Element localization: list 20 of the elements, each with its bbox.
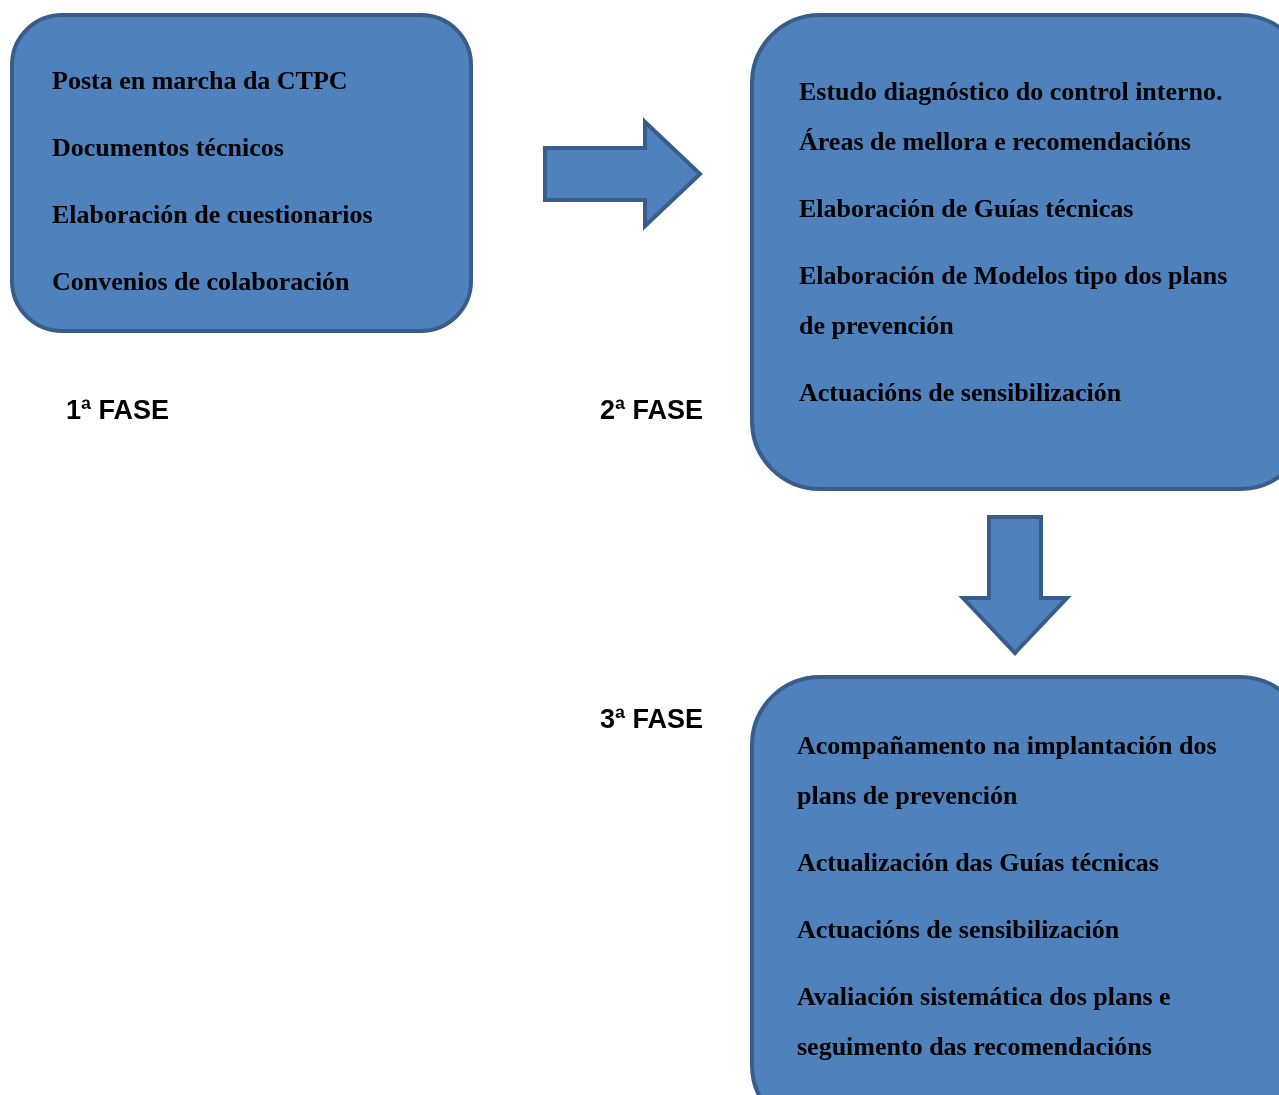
box-text: Elaboración de cuestionarios <box>52 199 374 231</box>
block-arrow <box>958 515 1072 656</box>
box-text: Posta en marcha da CTPC <box>52 65 349 97</box>
box-text: Actuacións de sensibilización <box>797 914 1121 946</box>
phase-label: 3ª FASE <box>600 704 704 735</box>
box-text: Actualización das Guías técnicas <box>797 847 1160 879</box>
box-text: Documentos técnicos <box>52 132 285 164</box>
block-arrow <box>543 117 703 231</box>
box-text: Elaboración de Guías técnicas <box>799 193 1135 225</box>
phase-label: 1ª FASE <box>66 395 170 426</box>
box-text: Avaliación sistemática dos plans e seguimento das recomendacións <box>797 981 1172 1063</box>
box-text: Actuacións de sensibilización <box>799 377 1123 409</box>
rounded-box <box>750 675 1279 1095</box>
box-text: Estudo diagnóstico do control interno. Áreas de mellora e recomendacións <box>799 76 1224 158</box>
rounded-box <box>750 13 1279 491</box>
box-text: Acompañamento na implantación dos plans de prevención <box>797 730 1218 812</box>
rounded-box <box>10 13 473 333</box>
box-text: Convenios de colaboración <box>52 266 351 298</box>
phase-label: 2ª FASE <box>600 395 704 426</box>
box-text: Elaboración de Modelos tipo dos plans de prevención <box>799 260 1229 342</box>
